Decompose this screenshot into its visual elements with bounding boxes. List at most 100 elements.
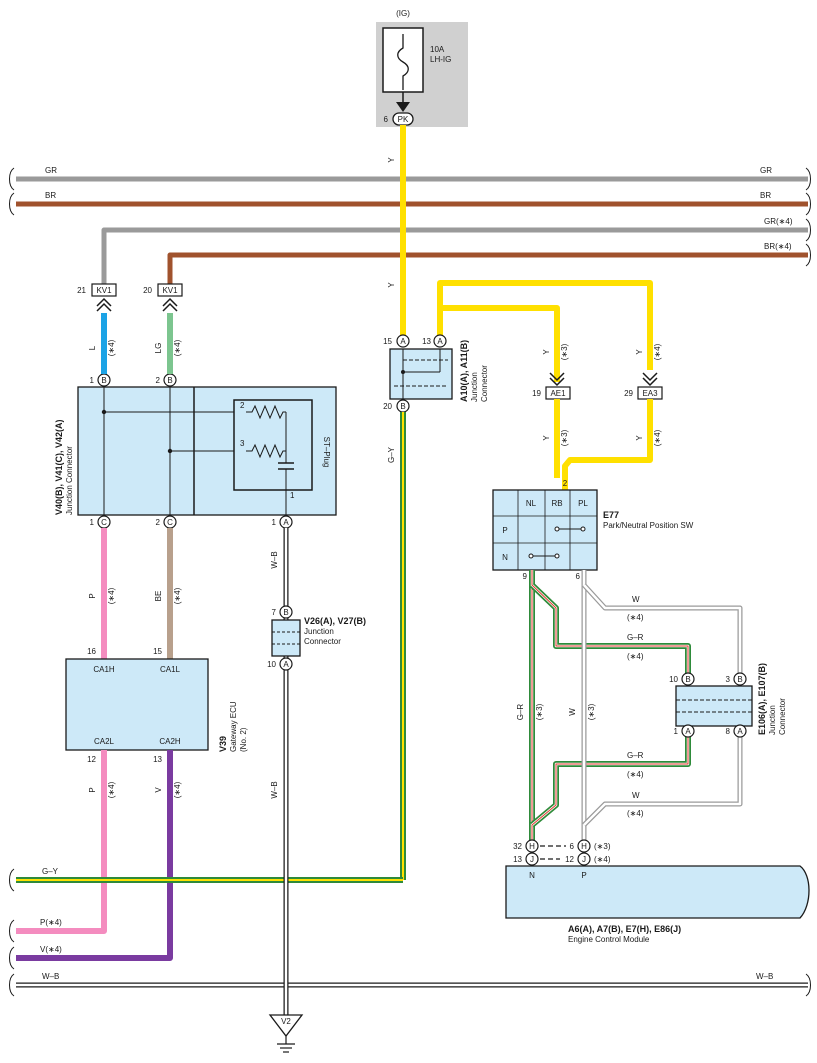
- svg-text:BR: BR: [45, 191, 56, 200]
- svg-text:A: A: [283, 660, 289, 669]
- svg-text:(∗3): (∗3): [535, 703, 544, 720]
- arrow-down-icon: [396, 102, 410, 112]
- svg-text:V40(B), V41(C), V42(A): V40(B), V41(C), V42(A): [54, 419, 64, 515]
- svg-text:LG: LG: [154, 343, 163, 354]
- svg-text:8: 8: [726, 727, 731, 736]
- svg-text:(∗3): (∗3): [560, 343, 569, 360]
- svg-text:A: A: [400, 337, 406, 346]
- svg-text:(∗4): (∗4): [627, 770, 644, 779]
- wire-w: [581, 570, 743, 840]
- svg-text:W–B: W–B: [270, 781, 279, 798]
- svg-text:Y: Y: [387, 282, 396, 288]
- svg-text:V2: V2: [281, 1017, 291, 1026]
- svg-text:6: 6: [384, 115, 389, 124]
- svg-text:P: P: [88, 593, 97, 598]
- svg-text:16: 16: [87, 647, 96, 656]
- svg-text:3: 3: [726, 675, 731, 684]
- svg-text:BR: BR: [760, 191, 771, 200]
- svg-text:V(∗4): V(∗4): [40, 945, 62, 954]
- svg-text:CA2L: CA2L: [94, 737, 115, 746]
- svg-text:6: 6: [576, 572, 581, 581]
- chevron-down-icon: [642, 372, 658, 387]
- fuse-icon: [397, 34, 409, 90]
- svg-text:A10(A), A11(B): A10(A), A11(B): [459, 340, 469, 402]
- svg-text:(∗4): (∗4): [653, 429, 662, 446]
- svg-text:(∗4): (∗4): [653, 343, 662, 360]
- svg-text:H: H: [529, 842, 535, 851]
- bus-br4: BR(∗4): [167, 242, 808, 284]
- svg-text:NL: NL: [526, 499, 537, 508]
- svg-text:B: B: [737, 675, 742, 684]
- svg-text:W: W: [568, 708, 577, 716]
- svg-text:A: A: [437, 337, 443, 346]
- svg-text:Connector: Connector: [480, 365, 489, 402]
- svg-text:9: 9: [523, 572, 528, 581]
- svg-text:2: 2: [156, 376, 161, 385]
- svg-text:19: 19: [532, 389, 541, 398]
- fuse-source-label: (IG): [396, 9, 410, 18]
- svg-text:2: 2: [240, 401, 245, 410]
- svg-text:1: 1: [674, 727, 679, 736]
- svg-text:(∗4): (∗4): [107, 781, 116, 798]
- svg-text:AE1: AE1: [550, 389, 566, 398]
- svg-text:W: W: [632, 791, 640, 800]
- svg-text:KV1: KV1: [96, 286, 112, 295]
- wire-y-branch-ae1: [440, 305, 560, 382]
- v26-junction-box: [271, 619, 301, 657]
- svg-text:2: 2: [563, 479, 568, 488]
- svg-text:G–Y: G–Y: [387, 446, 396, 463]
- svg-text:6: 6: [570, 842, 575, 851]
- svg-text:W–B: W–B: [756, 972, 773, 981]
- svg-text:(No. 2): (No. 2): [239, 727, 248, 752]
- svg-text:W: W: [632, 595, 640, 604]
- svg-text:Junction: Junction: [768, 705, 777, 735]
- svg-text:B: B: [283, 608, 288, 617]
- svg-text:(∗4): (∗4): [173, 781, 182, 798]
- svg-text:B: B: [101, 376, 106, 385]
- svg-text:1: 1: [90, 518, 95, 527]
- chevron-up-icon: [162, 297, 178, 312]
- svg-text:(∗3): (∗3): [587, 703, 596, 720]
- ground-icon: [268, 1014, 304, 1038]
- svg-text:(∗3): (∗3): [560, 429, 569, 446]
- svg-text:1: 1: [272, 518, 277, 527]
- svg-text:A: A: [685, 727, 691, 736]
- fuse-name: LH-IG: [430, 55, 451, 64]
- svg-text:13: 13: [153, 755, 162, 764]
- svg-text:P: P: [88, 787, 97, 792]
- svg-text:32: 32: [513, 842, 522, 851]
- svg-text:B: B: [685, 675, 690, 684]
- svg-text:V39: V39: [218, 736, 228, 752]
- kv1-connector-20: [157, 283, 183, 297]
- svg-text:2: 2: [156, 518, 161, 527]
- wire-y-ea3-e77: [562, 399, 653, 490]
- svg-text:CA1H: CA1H: [93, 665, 115, 674]
- svg-text:Y: Y: [542, 349, 551, 355]
- svg-text:Junction Connector: Junction Connector: [65, 446, 74, 515]
- svg-text:(∗4): (∗4): [627, 809, 644, 818]
- svg-text:BE: BE: [154, 591, 163, 602]
- svg-text:20: 20: [383, 402, 392, 411]
- bus-wb: W–B W–B: [16, 972, 808, 988]
- resistor-icon: [246, 404, 286, 420]
- svg-text:P: P: [581, 871, 586, 880]
- svg-text:W–B: W–B: [42, 972, 59, 981]
- svg-text:20: 20: [143, 286, 152, 295]
- svg-text:15: 15: [383, 337, 392, 346]
- svg-text:A: A: [737, 727, 743, 736]
- svg-text:PL: PL: [578, 499, 588, 508]
- svg-text:P(∗4): P(∗4): [40, 918, 62, 927]
- svg-text:Junction: Junction: [470, 372, 479, 402]
- wire-y-branch-ea3: [437, 280, 653, 370]
- svg-text:(∗4): (∗4): [173, 587, 182, 604]
- svg-text:B: B: [167, 376, 172, 385]
- svg-text:H: H: [581, 842, 587, 851]
- st-plug: [233, 399, 313, 491]
- svg-text:G–Y: G–Y: [42, 867, 59, 876]
- svg-text:CA2H: CA2H: [159, 737, 181, 746]
- wire-v4: [16, 750, 173, 961]
- chevron-down-icon: [549, 372, 565, 387]
- chevron-up-icon: [96, 297, 112, 312]
- svg-text:KV1: KV1: [162, 286, 178, 295]
- svg-text:C: C: [101, 518, 107, 527]
